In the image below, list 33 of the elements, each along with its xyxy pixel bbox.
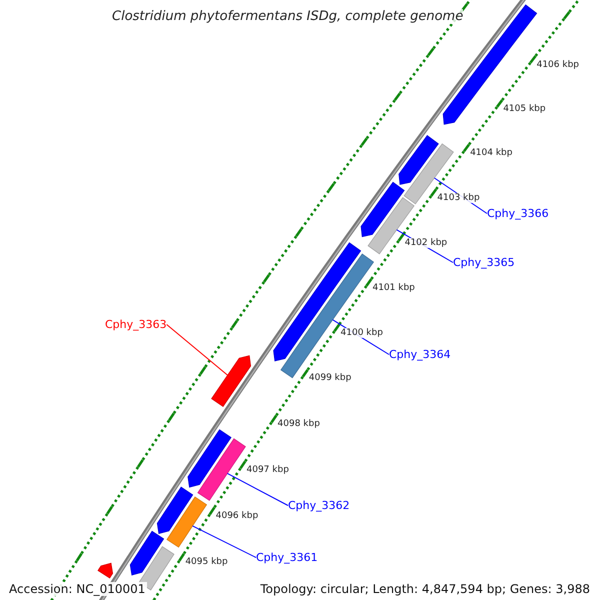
gene-label: Cphy_3366 [487,207,549,220]
gene-segment [211,355,252,407]
gene-segment [273,242,362,362]
scale-label: 4104 kbp [470,148,512,158]
leader-line [226,473,288,506]
gene-label: Cphy_3364 [389,348,451,361]
scale-label: 4098 kbp [278,419,320,430]
gene-segment [130,530,164,576]
genome-info-text: Topology: circular; Length: 4,847,594 bp; Genes: 3,988 [258,582,592,596]
gene-segment [166,496,208,548]
gene-label: Cphy_3365 [453,256,515,269]
scale-label: 4102 kbp [404,238,448,248]
scale-label: 4100 kbp [340,328,383,338]
gene-label: Cphy_3362 [288,499,350,512]
map-title: Clostridium phytofermentans ISDg, complete genome [112,9,464,24]
leader-line [192,525,256,558]
scale-label: 4095 kbp [185,557,228,568]
gene-segment [398,135,439,185]
gene-segment [98,562,114,579]
scale-label: 4103 kbp [437,192,480,203]
scale-label: 4105 kbp [503,104,546,114]
leader-line [166,324,228,376]
gene-label: Cphy_3361 [256,551,318,564]
gene-segment [156,486,194,534]
gene-label: Cphy_3363 [105,318,167,331]
gene-segment [360,182,405,238]
gene-segment [188,429,232,488]
scale-label: 4097 kbp [246,464,289,475]
genome-info-text: Accession: NC_010001 [7,582,148,596]
scale-label: 4099 kbp [308,373,352,384]
gene-segment [197,438,246,501]
scale-label: 4096 kbp [216,511,258,522]
scale-label: 4101 kbp [372,282,415,293]
